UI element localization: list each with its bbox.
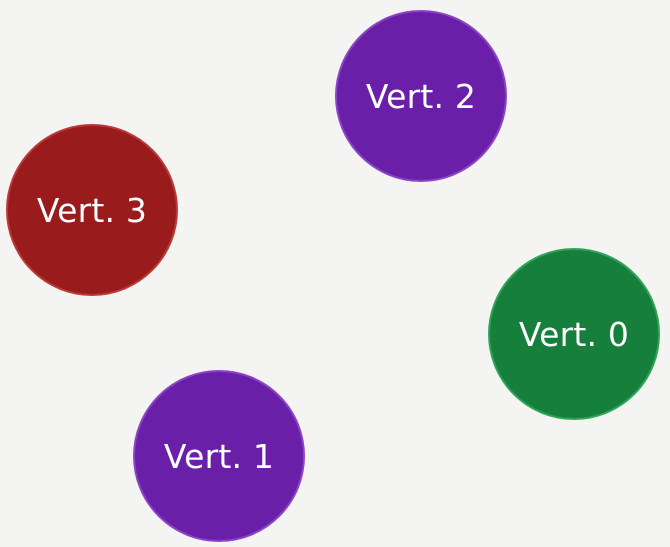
vertex-2[interactable]: Vert. 2 — [335, 10, 507, 182]
vertex-2-label: Vert. 2 — [365, 76, 477, 116]
vertex-1-label: Vert. 1 — [163, 436, 275, 476]
vertex-0[interactable]: Vert. 0 — [488, 248, 660, 420]
vertex-0-label: Vert. 0 — [518, 314, 630, 354]
vertex-3[interactable]: Vert. 3 — [6, 124, 178, 296]
vertex-3-label: Vert. 3 — [36, 190, 148, 230]
vertex-1[interactable]: Vert. 1 — [133, 370, 305, 542]
